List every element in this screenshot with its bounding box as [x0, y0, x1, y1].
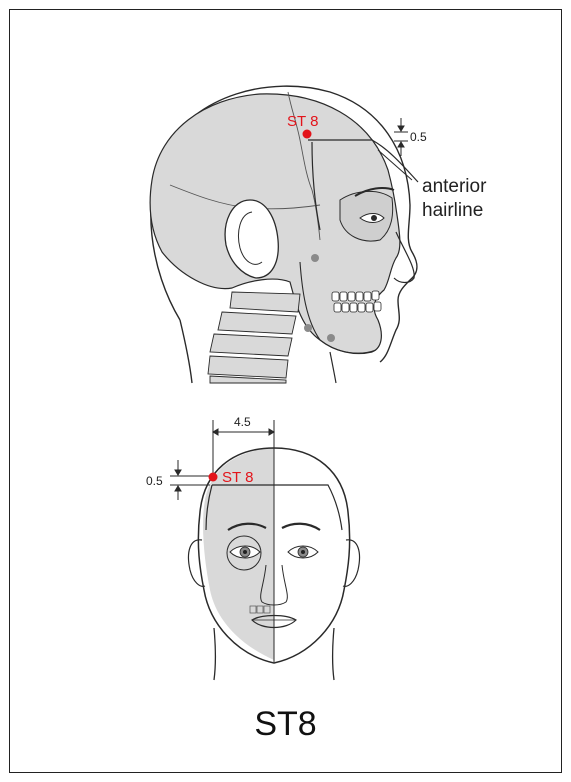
- side-cervical-spine: [208, 292, 300, 383]
- side-point-label: ST 8: [287, 113, 318, 130]
- callout-label-hairline: hairline: [422, 200, 483, 221]
- landmark-dot: [311, 254, 319, 262]
- side-view: 0.5 ST 8 anterior hairline: [150, 86, 487, 383]
- front-point-label: ST 8: [222, 469, 253, 486]
- figure-title: ST8: [254, 705, 316, 743]
- side-offset-dimension: [394, 118, 408, 156]
- front-offset-label: 0.5: [146, 474, 163, 488]
- side-st8-point: [303, 130, 312, 139]
- landmark-dot: [304, 324, 312, 332]
- side-offset-label: 0.5: [410, 130, 427, 144]
- callout-label-anterior: anterior: [422, 176, 487, 197]
- landmark-dot: [327, 334, 335, 342]
- front-view: 4.5 0.5 ST 8: [146, 415, 360, 680]
- side-neck-back: [180, 320, 192, 383]
- front-right-brow: [282, 524, 320, 530]
- front-st8-point: [209, 473, 218, 482]
- side-neck-front: [330, 352, 336, 383]
- front-width-label: 4.5: [234, 415, 251, 429]
